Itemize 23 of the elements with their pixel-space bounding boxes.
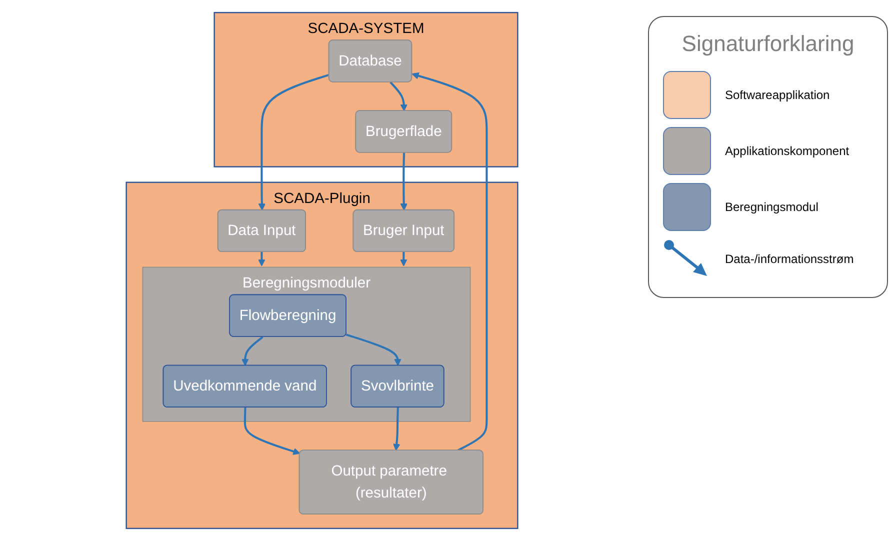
legend-label: Beregningsmodul (725, 200, 818, 214)
arrow (346, 334, 402, 366)
arrow (400, 152, 408, 211)
process-box: Uvedkommende vand (162, 364, 327, 408)
arrow (244, 407, 300, 455)
arrow (258, 252, 266, 266)
process-box: Bruger Input (352, 209, 455, 252)
legend-title: Signaturforklaring (680, 31, 856, 57)
arrow (390, 82, 408, 112)
arrow (242, 336, 264, 366)
arrow (400, 252, 408, 266)
process-box: Svovlbrinte (350, 364, 444, 408)
arrow (412, 72, 488, 452)
arrow (258, 74, 330, 211)
legend-label: Applikationskomponent (725, 144, 850, 158)
process-box: Flowberegning (229, 294, 346, 337)
legend-label: Data-/informationsstrøm (725, 252, 854, 266)
process-box: Brugerflade (355, 110, 452, 153)
process-box: Output parametre (resultater) (298, 450, 484, 514)
legend-label: Softwareapplikation (725, 88, 830, 102)
process-box: Database (328, 40, 412, 82)
process-box: Data Input (217, 209, 306, 252)
arrow (393, 407, 400, 451)
